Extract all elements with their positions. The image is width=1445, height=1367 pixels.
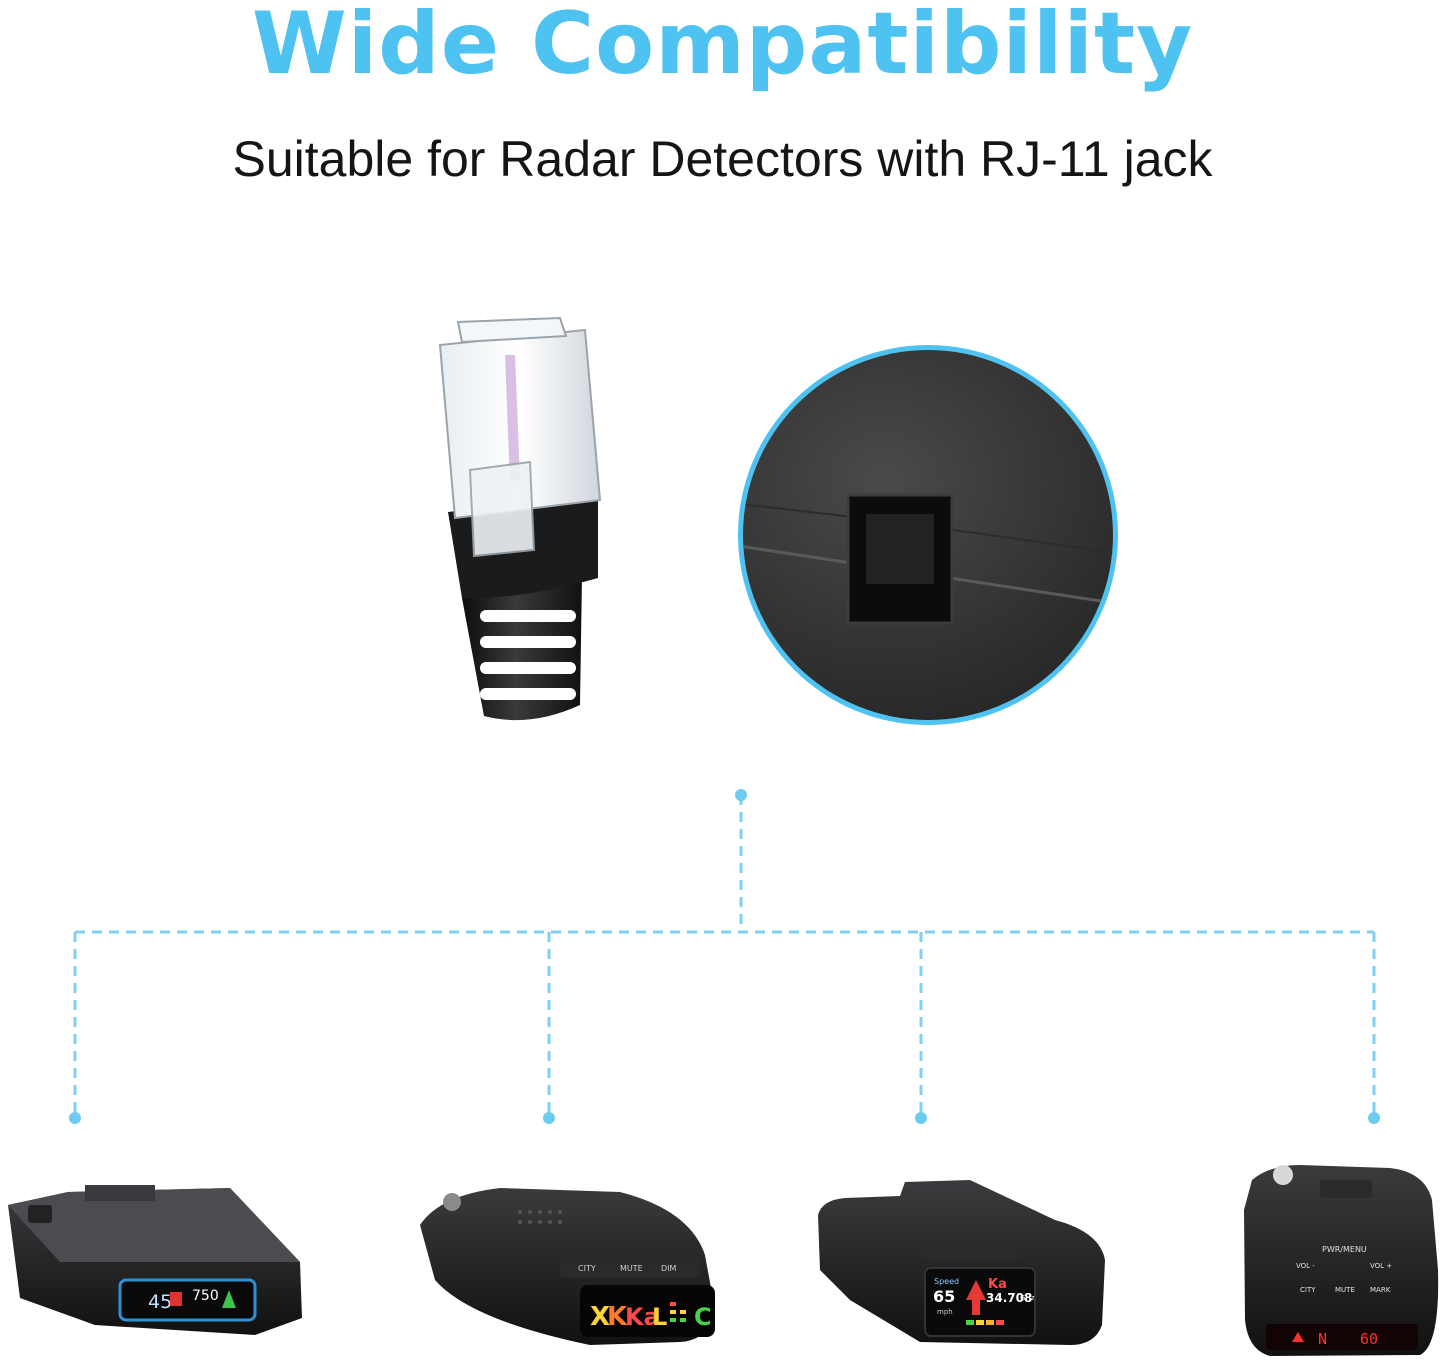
device2-button-city: CITY <box>578 1264 596 1273</box>
radar-detector-icon: Speed 65 mph Ka 34.708 GHz <box>818 1180 1105 1345</box>
device2-button-mute: MUTE <box>620 1264 643 1273</box>
device4-button-pwr: PWR/MENU <box>1322 1245 1367 1254</box>
device4-button-mark: MARK <box>1370 1286 1391 1294</box>
device3-unit: mph <box>937 1308 953 1316</box>
device4-button-mute: MUTE <box>1335 1286 1355 1294</box>
device2-band-ka: Ka <box>625 1303 660 1331</box>
device4-readout-speed: 60 <box>1360 1330 1378 1348</box>
device1-value-1: 45 <box>148 1291 172 1313</box>
device2-band-l: L <box>652 1303 667 1331</box>
page-subtitle: Suitable for Radar Detectors with RJ-11 … <box>232 131 1213 187</box>
device3-frequency-unit: GHz <box>1020 1294 1035 1302</box>
device3-signal-bar <box>966 1320 1004 1325</box>
device4-button-vol-up: VOL + <box>1370 1262 1392 1270</box>
device2-band-x: X <box>590 1302 610 1332</box>
device4-readout-direction: N <box>1318 1330 1327 1348</box>
connector-tree <box>73 795 1376 1118</box>
device4-button-vol-down: VOL - <box>1296 1262 1315 1270</box>
device1-value-2: 750 <box>192 1288 219 1304</box>
radar-detector-icon: 45 750 <box>8 1185 302 1335</box>
rj11-jack-icon <box>738 345 1118 725</box>
device2-band-k: K <box>607 1302 628 1332</box>
device3-speed: 65 <box>933 1287 955 1306</box>
connector-dots <box>69 789 1380 1124</box>
device3-label: Speed <box>934 1277 959 1286</box>
device4-button-city: CITY <box>1300 1286 1316 1294</box>
radar-detector-icon: CITY MUTE DIM X K Ka L C <box>420 1188 715 1345</box>
device2-band-c: C <box>694 1303 712 1331</box>
page-title: Wide Compatibility <box>251 0 1194 94</box>
radar-detector-icon: PWR/MENU VOL - VOL + CITY MUTE MARK N 60 <box>1244 1165 1439 1356</box>
signal-meter <box>670 1302 686 1322</box>
device2-button-dim: DIM <box>661 1264 677 1273</box>
device3-band: Ka <box>988 1277 1007 1292</box>
rj11-plug-icon <box>438 316 602 721</box>
device3-frequency: 34.708 <box>986 1291 1032 1305</box>
